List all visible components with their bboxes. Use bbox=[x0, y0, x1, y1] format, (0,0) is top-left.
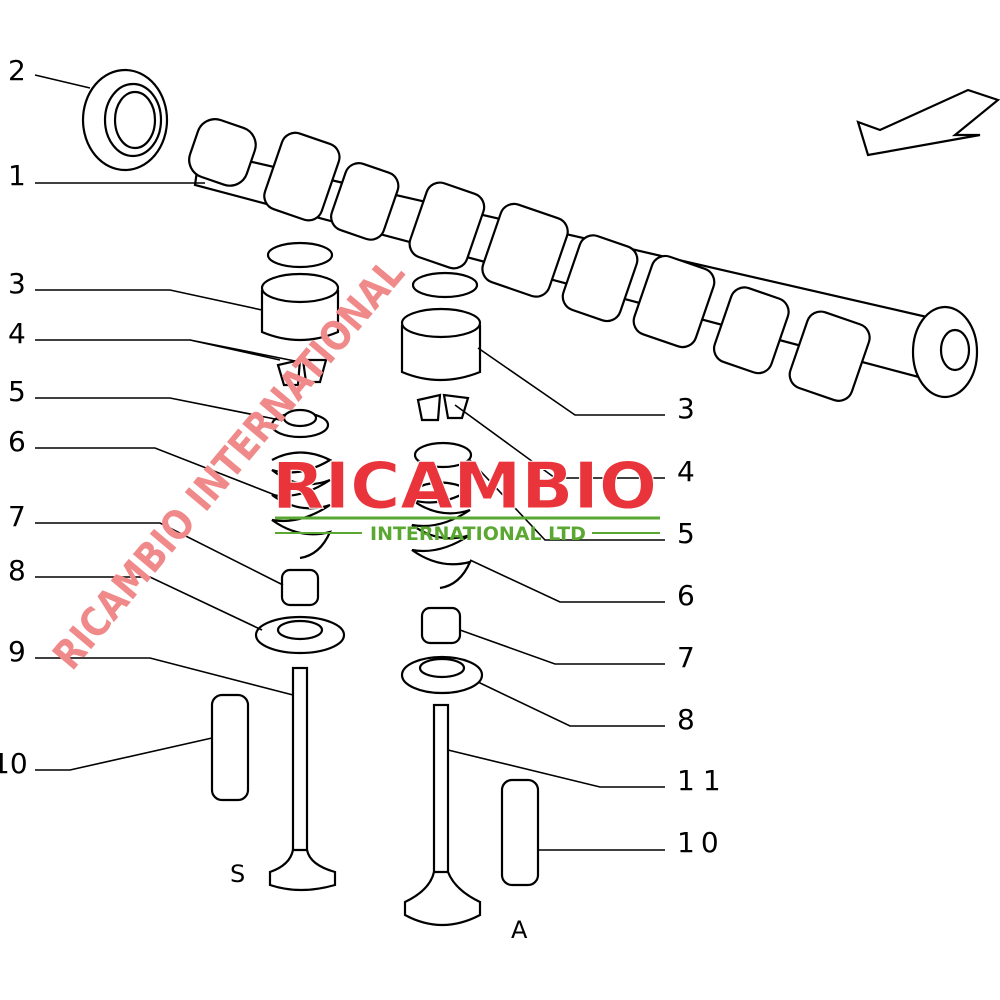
callout-1: 1 bbox=[8, 159, 26, 192]
exhaust-valve-label: A bbox=[511, 916, 528, 944]
callout-7: 7 bbox=[8, 500, 26, 533]
callout-11-right: 11 bbox=[677, 764, 729, 797]
intake-valve-label: S bbox=[230, 860, 245, 888]
intake-valve-assembly bbox=[210, 241, 346, 892]
callout-9: 9 bbox=[8, 635, 26, 668]
callout-7-right: 7 bbox=[677, 641, 695, 674]
callout-3-right: 3 bbox=[677, 392, 695, 425]
camshaft bbox=[188, 118, 979, 402]
callout-8: 8 bbox=[8, 554, 26, 587]
watermark: RICAMBIO INTERNATIONAL RICAMBIO INTERNAT… bbox=[44, 251, 660, 678]
callout-8-right: 8 bbox=[677, 703, 695, 736]
callout-5-right: 5 bbox=[677, 517, 695, 550]
exhaust-valve-assembly bbox=[400, 271, 540, 927]
callout-10: 10 bbox=[0, 747, 28, 780]
watermark-sub: INTERNATIONAL LTD bbox=[370, 523, 586, 545]
callout-6-right: 6 bbox=[677, 579, 695, 612]
watermark-main: RICAMBIO bbox=[272, 450, 657, 524]
callout-2: 2 bbox=[8, 54, 26, 87]
callout-4: 4 bbox=[8, 317, 26, 350]
oil-seal bbox=[81, 68, 169, 172]
direction-arrow-icon bbox=[856, 88, 1000, 157]
callout-6: 6 bbox=[8, 425, 26, 458]
callout-10-right: 10 bbox=[677, 826, 725, 859]
callout-5: 5 bbox=[8, 375, 26, 408]
callout-3: 3 bbox=[8, 267, 26, 300]
callout-4-right: 4 bbox=[677, 455, 695, 488]
leader-lines bbox=[34, 74, 665, 851]
